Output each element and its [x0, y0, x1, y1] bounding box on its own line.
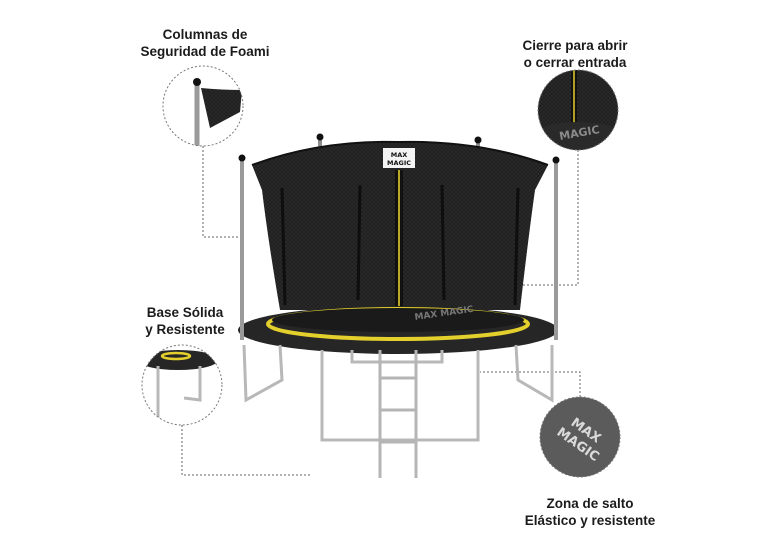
callout-zipper-line2: o cerrar entrada	[523, 55, 627, 70]
callout-jump-zone-line1: Zona de salto	[546, 496, 634, 511]
callout-zipper: Cierre para abrir o cerrar entrada	[500, 37, 650, 71]
leg-front	[320, 350, 480, 442]
leader-foam	[202, 146, 240, 238]
callout-foam-columns: Columnas de Seguridad de Foami	[120, 26, 290, 60]
leg-right	[514, 344, 554, 403]
detail-jump-zone: MAX MAGIC	[539, 396, 621, 478]
leg-left	[242, 344, 284, 403]
callout-jump-zone-line2: Elástico y resistente	[524, 513, 656, 528]
detail-zipper: MAGIC	[537, 69, 619, 151]
callout-zipper-line1: Cierre para abrir	[522, 38, 628, 53]
jumping-mat	[272, 308, 524, 332]
brand-logo: MAX MAGIC	[383, 148, 415, 168]
callout-base-line1: Base Sólida	[146, 305, 224, 320]
logo-bottom: MAGIC	[387, 159, 411, 167]
callout-jump-zone: Zona de salto Elástico y resistente	[490, 495, 690, 529]
detail-base	[141, 344, 223, 426]
callout-foam-columns-line2: Seguridad de Foami	[140, 44, 270, 59]
callout-base-line2: y Resistente	[145, 322, 225, 337]
leader-base	[181, 425, 310, 476]
logo-top: MAX	[391, 151, 408, 159]
trampoline-main: MAX MAGIC MAX MAGIC	[238, 133, 560, 478]
ladder	[378, 350, 418, 478]
callout-foam-columns-line1: Columnas de	[162, 27, 248, 42]
callout-base: Base Sólida y Resistente	[120, 304, 250, 338]
detail-foam-columns	[162, 65, 244, 147]
leader-zone	[480, 371, 581, 397]
